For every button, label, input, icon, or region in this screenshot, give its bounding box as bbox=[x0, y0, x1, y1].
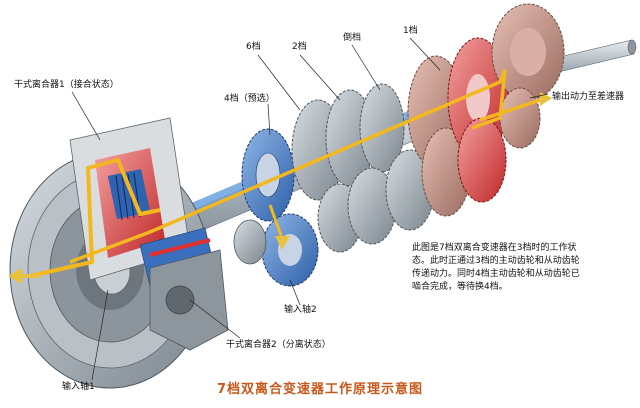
label-gear1: 1档 bbox=[403, 26, 418, 36]
clutch-cutaway bbox=[29, 117, 216, 287]
label-input-shaft1: 输入轴1 bbox=[62, 382, 95, 392]
diagram-caption: 7档双离合变速器工作原理示意图 bbox=[216, 382, 424, 397]
label-clutch2: 干式离合器2（分离状态） bbox=[226, 340, 331, 350]
preselect-arrow-icon bbox=[275, 236, 290, 250]
label-gear4-preselect: 4档（预选） bbox=[224, 94, 275, 104]
power-flow-path bbox=[8, 69, 552, 284]
description-line: 态。此时正通过3档的主动齿轮和从动齿轮 bbox=[412, 256, 580, 266]
label-input-shaft2: 输入轴2 bbox=[284, 305, 317, 315]
label-gear2: 2档 bbox=[292, 42, 307, 52]
description-line: 啮合完成，等待换4档。 bbox=[412, 282, 508, 292]
state-description: 此图是7档双离合变速器在3档时的工作状 态。此时正通过3档的主动齿轮和从动齿轮 … bbox=[412, 242, 612, 294]
housing-lower bbox=[149, 249, 229, 351]
label-gear6: 6档 bbox=[246, 42, 261, 52]
label-clutch1: 干式离合器1（接合状态） bbox=[14, 80, 119, 90]
description-line: 传递动力。同时4档主动齿轮和从动齿轮已 bbox=[412, 269, 580, 279]
description-line: 此图是7档双离合变速器在3档时的工作状 bbox=[412, 243, 577, 253]
gear-set bbox=[233, 3, 565, 287]
input-arrow-icon bbox=[8, 268, 22, 284]
leader-lines bbox=[71, 37, 549, 381]
label-output: 输出动力至差速器 bbox=[552, 92, 625, 102]
power-arrow-icon bbox=[540, 92, 552, 106]
label-reverse: 倒档 bbox=[343, 33, 362, 43]
